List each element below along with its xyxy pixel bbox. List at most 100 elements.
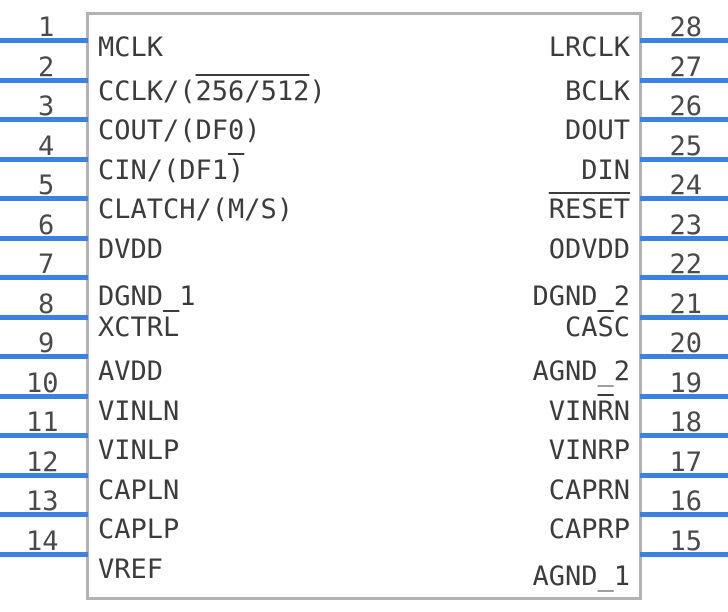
pin-label-19: VINRN [548, 396, 630, 427]
pin-label-text-13: CAPLP [98, 514, 180, 545]
pin-number-16: 16 [669, 486, 702, 517]
pin-lead-21 [640, 315, 728, 320]
pin-lead-28 [640, 38, 728, 43]
pin-label-overline-2: 256/512 [195, 76, 310, 107]
pin-number-1: 1 [38, 12, 55, 43]
pin-lead-25 [640, 157, 728, 162]
pin-number-8: 8 [38, 289, 55, 320]
pin-lead-24 [640, 196, 728, 201]
pin-lead-17 [640, 473, 728, 478]
pin-label-24: RESET [549, 196, 630, 223]
pin-label-overline-21: S [597, 312, 614, 343]
pin-label-27: BCLK [565, 78, 630, 105]
pin-number-17: 17 [669, 447, 702, 478]
pin-label-15: AGND_1 [532, 563, 630, 590]
pin-lead-2 [0, 78, 88, 83]
pin-label-26: DOUT [565, 117, 630, 144]
pin-label-21: CASC [564, 312, 630, 343]
pin-label-text-28: LRCLK [548, 32, 630, 63]
pin-number-23: 23 [669, 210, 702, 241]
pin-number-18: 18 [669, 407, 702, 438]
pin-lead-22 [640, 275, 728, 280]
pin-label-text-5: CLATCH/(M/S) [98, 194, 294, 225]
pin-label-7: DGND_1 [98, 283, 196, 310]
pin-number-3: 3 [38, 91, 55, 122]
pin-lead-12 [0, 473, 88, 478]
pin-lead-5 [0, 196, 88, 201]
pin-label-2: CCLK/(256/512) [98, 76, 326, 107]
pin-number-9: 9 [38, 328, 55, 359]
pin-lead-1 [0, 38, 88, 43]
pin-label-4: CIN/(DF1) [98, 155, 245, 186]
pin-lead-27 [640, 78, 728, 83]
pin-label-text-17: CAPRN [548, 475, 630, 506]
pin-label-9: AVDD [98, 358, 163, 385]
pin-number-21: 21 [669, 289, 702, 320]
pin-label-6: DVDD [98, 236, 163, 263]
pin-lead-19 [640, 394, 728, 399]
pin-label-text-26: DOUT [564, 115, 630, 146]
pin-number-2: 2 [38, 52, 55, 83]
pin-lead-16 [640, 512, 728, 517]
pin-label-13: CAPLP [98, 516, 179, 543]
pin-label-20: AGND_2 [532, 358, 630, 385]
pin-number-4: 4 [38, 131, 55, 162]
pin-number-15: 15 [669, 526, 702, 557]
pin-label-text-27: BCLK [564, 76, 630, 107]
pin-label-text-12: CAPLN [98, 475, 180, 506]
pin-number-11: 11 [26, 407, 59, 438]
pin-lead-23 [640, 236, 728, 241]
pin-label-text-20: AGND_2 [532, 356, 630, 387]
pin-label-28: LRCLK [549, 34, 630, 61]
pin-label-text-18: VINRP [548, 435, 630, 466]
pin-label-overline-24: RESET [548, 194, 630, 225]
pin-label-25: DIN [581, 157, 630, 184]
pin-label-17: CAPRN [549, 477, 630, 504]
pin-number-22: 22 [669, 249, 702, 280]
ic-package-outline [86, 12, 642, 600]
pin-lead-20 [640, 354, 728, 359]
pin-lead-11 [0, 433, 88, 438]
pin-label-text-10: VINLN [98, 396, 180, 427]
pin-number-14: 14 [26, 526, 59, 557]
pin-lead-18 [640, 433, 728, 438]
pin-number-27: 27 [669, 52, 702, 83]
pin-lead-7 [0, 275, 88, 280]
pin-lead-13 [0, 512, 88, 517]
pin-label-text-1: MCLK [98, 32, 164, 63]
pin-label-text-23: ODVDD [548, 234, 630, 265]
pin-number-28: 28 [669, 12, 702, 43]
pin-lead-4 [0, 157, 88, 162]
pin-label-5: CLATCH/(M/S) [98, 196, 293, 223]
pin-label-18: VINRP [549, 437, 630, 464]
pin-label-text-11: VINLP [98, 435, 180, 466]
pin-number-7: 7 [38, 249, 55, 280]
pin-lead-15 [640, 552, 728, 557]
pin-label-8: XCTRL [98, 312, 180, 343]
pin-label-10: VINLN [98, 398, 179, 425]
pin-label-text-22: DGND_2 [532, 281, 630, 312]
pin-label-text-25: DIN [581, 155, 630, 186]
pin-label-14: VREF [98, 556, 163, 583]
pin-label-overline-19: R [597, 396, 614, 427]
pin-label-12: CAPLN [98, 477, 179, 504]
pin-label-text-3: COUT/(DF0) [98, 115, 261, 146]
pin-label-text-14: VREF [98, 554, 164, 585]
pin-number-10: 10 [26, 368, 59, 399]
pin-number-5: 5 [38, 170, 55, 201]
pin-lead-14 [0, 552, 88, 557]
pin-label-11: VINLP [98, 437, 179, 464]
pin-number-25: 25 [669, 131, 702, 162]
pin-label-3: COUT/(DF0) [98, 117, 261, 144]
pin-label-text-6: DVDD [98, 234, 164, 265]
pin-label-22: DGND_2 [532, 283, 630, 310]
pin-label-text-9: AVDD [98, 356, 164, 387]
pin-number-12: 12 [26, 447, 59, 478]
pin-lead-8 [0, 315, 88, 320]
pin-label-overline-8: L [163, 312, 180, 343]
pin-number-6: 6 [38, 210, 55, 241]
pin-label-23: ODVDD [549, 236, 630, 263]
pin-number-20: 20 [669, 328, 702, 359]
pin-lead-6 [0, 236, 88, 241]
pin-label-16: CAPRP [549, 516, 630, 543]
